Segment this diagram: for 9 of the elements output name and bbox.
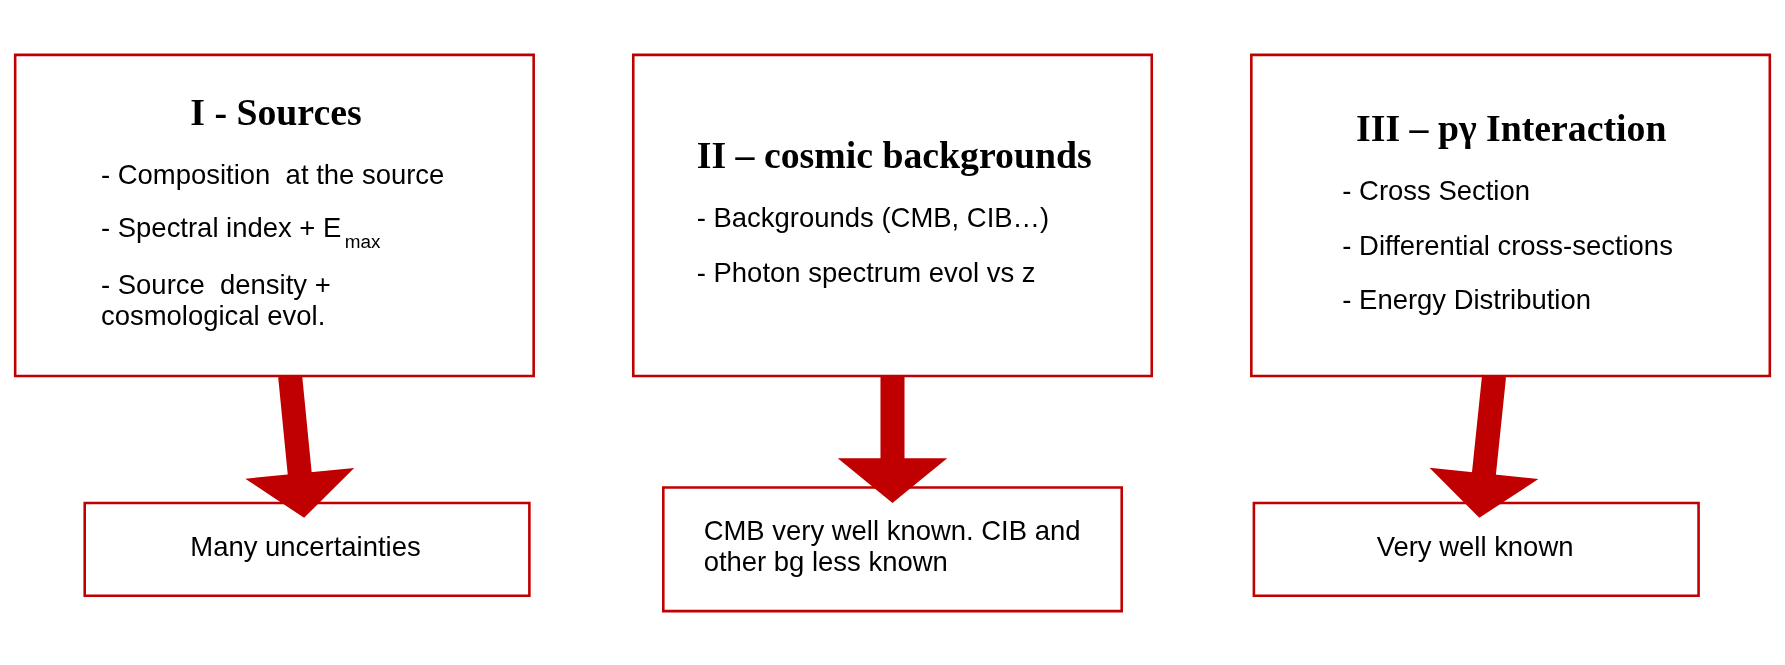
arrow <box>1429 374 1539 518</box>
node-box: III – pγ Interaction - Cross Section - Differential cross-sections - Energy Distribution <box>1250 53 1772 377</box>
arrow <box>837 375 948 503</box>
node-box: Very well known <box>1252 501 1700 597</box>
node-box: I - Sources - Composition at the source - Spectral index + E$_{max}$ - Source density + cosmological evol. <box>13 53 535 377</box>
node-box: CMB very well known. CIB and other bg less known <box>662 485 1123 612</box>
node-box: Many uncertainties <box>83 501 531 597</box>
arrow <box>245 374 355 518</box>
node-box: II – cosmic backgrounds - Backgrounds (CMB, CIB…) - Photon spectrum evol vs z <box>631 53 1154 377</box>
